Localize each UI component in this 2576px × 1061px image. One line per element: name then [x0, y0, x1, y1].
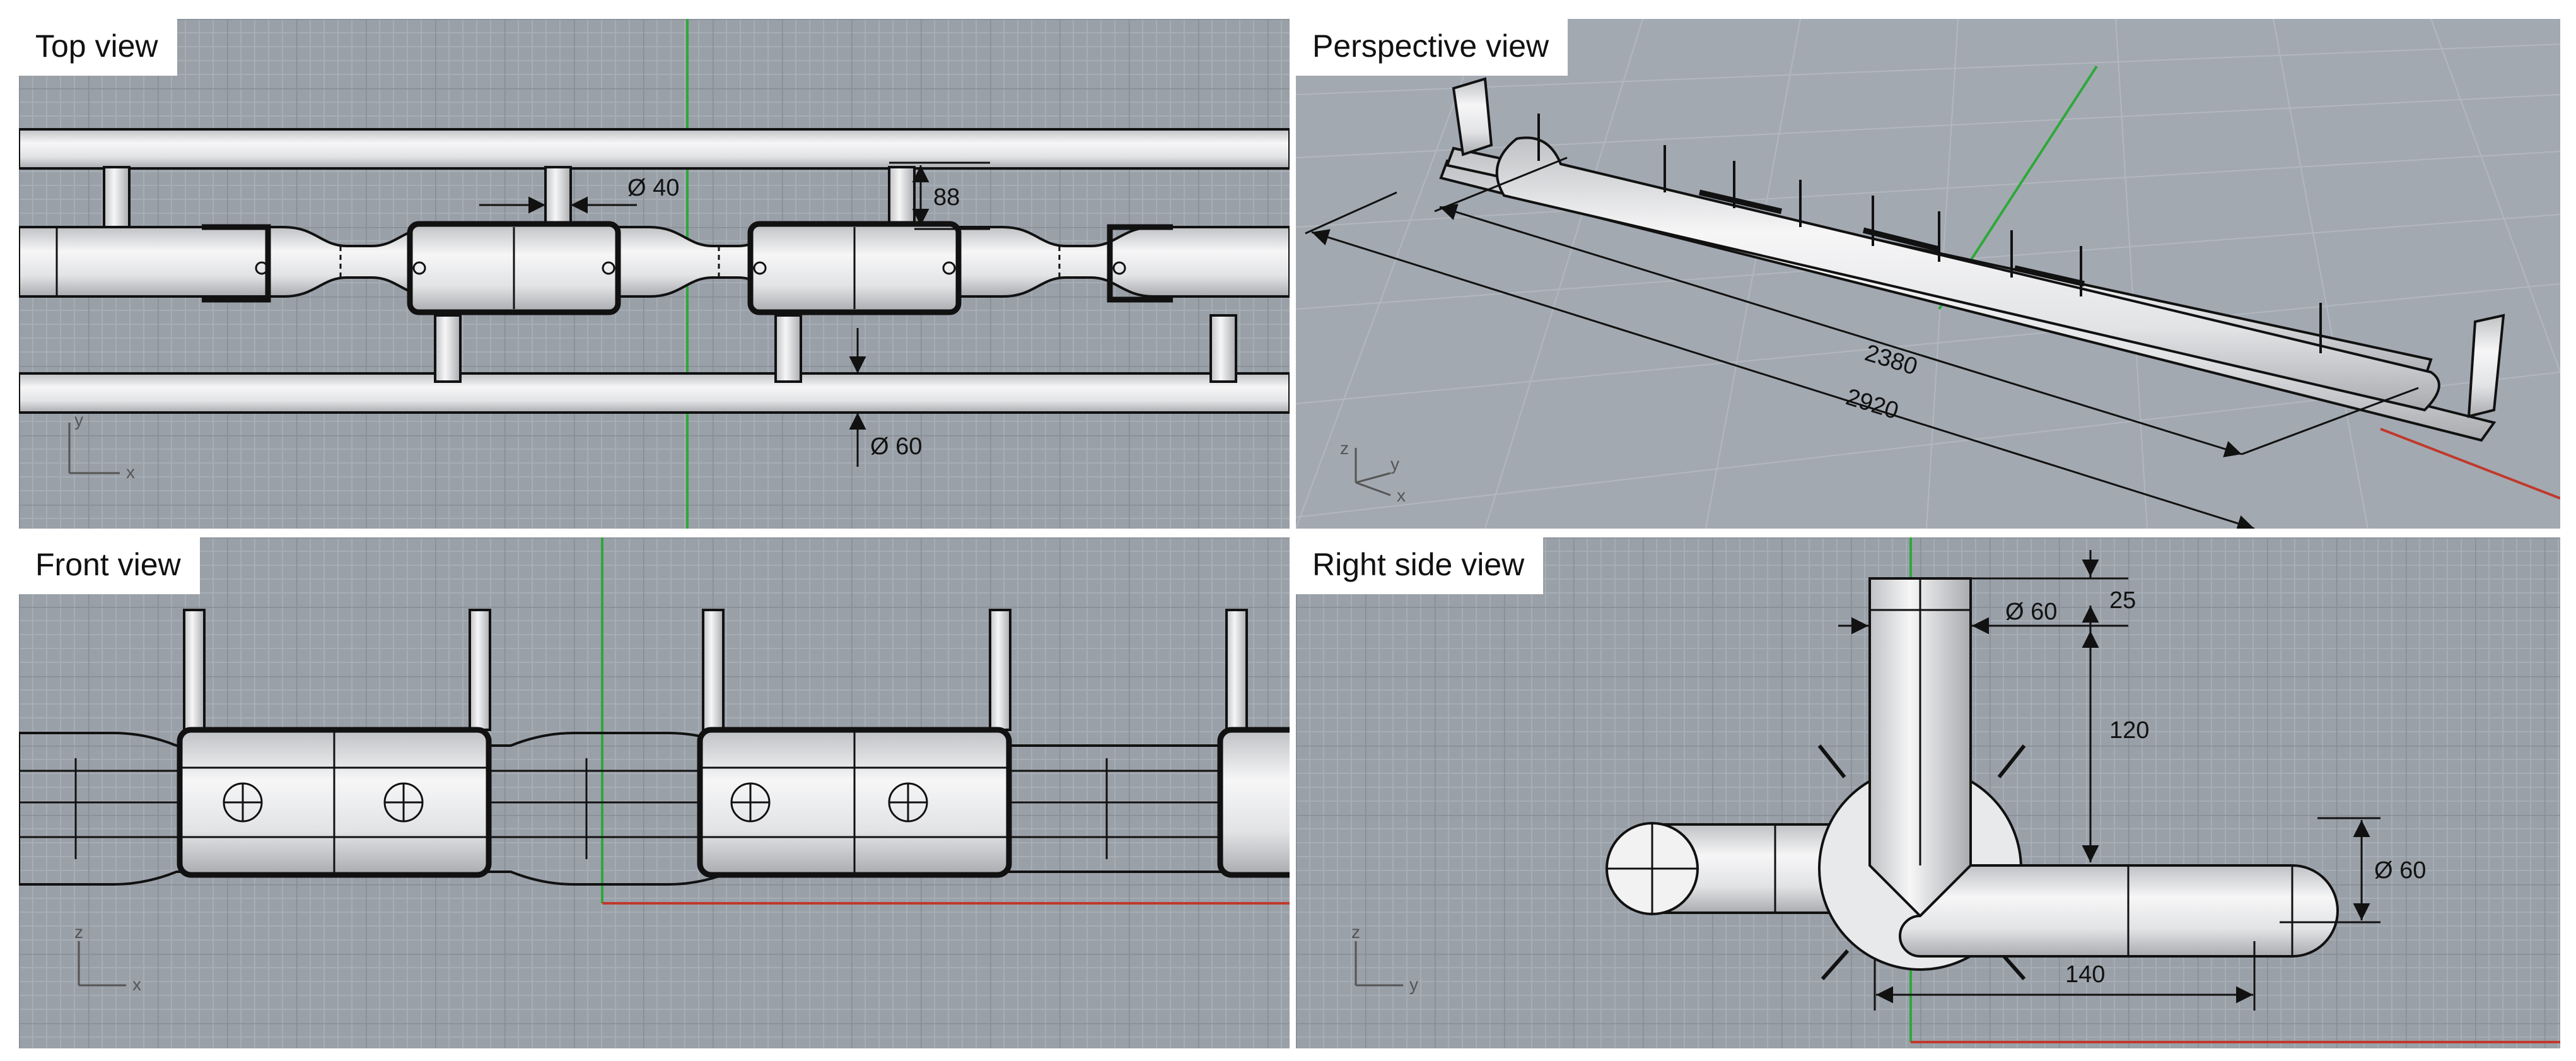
- axis-z-label: z: [74, 922, 83, 942]
- axis-z-label: z: [1340, 438, 1349, 458]
- horizontal-pipe: [1899, 864, 2339, 958]
- dim-stub-length: 88: [933, 184, 960, 211]
- perspective-drawing: 2380 2920 z y x: [1296, 19, 2560, 529]
- top-view-drawing: Ø 40 88 Ø 60 y x: [19, 19, 1290, 529]
- axis-x-label: x: [132, 975, 141, 994]
- front-view-title: Front view: [19, 537, 200, 594]
- right-side-title: Right side view: [1296, 537, 1544, 594]
- top-view-viewport[interactable]: Top view: [19, 19, 1290, 529]
- front-view-drawing: z x: [19, 537, 1290, 1048]
- perspective-title: Perspective view: [1296, 19, 1568, 76]
- dim-side-diameter: Ø 60: [2374, 857, 2426, 884]
- axis-x-label: x: [126, 462, 135, 482]
- dim-top-diameter: Ø 60: [2005, 599, 2057, 625]
- end-stub-right: [2467, 314, 2505, 418]
- right-side-viewport[interactable]: Right side view: [1296, 537, 2560, 1048]
- dim-height: 120: [2109, 717, 2149, 744]
- lower-rail: [19, 372, 1290, 414]
- stub: [774, 314, 802, 383]
- axis-y-label: y: [1390, 454, 1399, 474]
- end-stub-left: [1452, 77, 1493, 156]
- upper-rail: [19, 128, 1290, 170]
- front-view-viewport[interactable]: Front view: [19, 537, 1290, 1048]
- dim-top-cap: 25: [2109, 587, 2136, 614]
- clamp: [1107, 224, 1173, 303]
- axis-y-label: y: [1409, 975, 1418, 994]
- stub: [1209, 314, 1237, 383]
- dim-width: 140: [2065, 961, 2105, 988]
- dim-stub-diameter: Ø 40: [627, 175, 679, 201]
- axis-x-label: x: [1397, 486, 1406, 505]
- clamp: [202, 224, 271, 303]
- top-view-title: Top view: [19, 19, 177, 76]
- axis-y-label: y: [74, 410, 83, 430]
- stub: [434, 314, 462, 383]
- axis-z-label: z: [1351, 922, 1360, 942]
- dim-rail-diameter: Ø 60: [870, 433, 922, 460]
- right-side-drawing: Ø 60 25 120 Ø 60 140 z y: [1296, 537, 2560, 1048]
- perspective-viewport[interactable]: Perspective view: [1296, 19, 2560, 529]
